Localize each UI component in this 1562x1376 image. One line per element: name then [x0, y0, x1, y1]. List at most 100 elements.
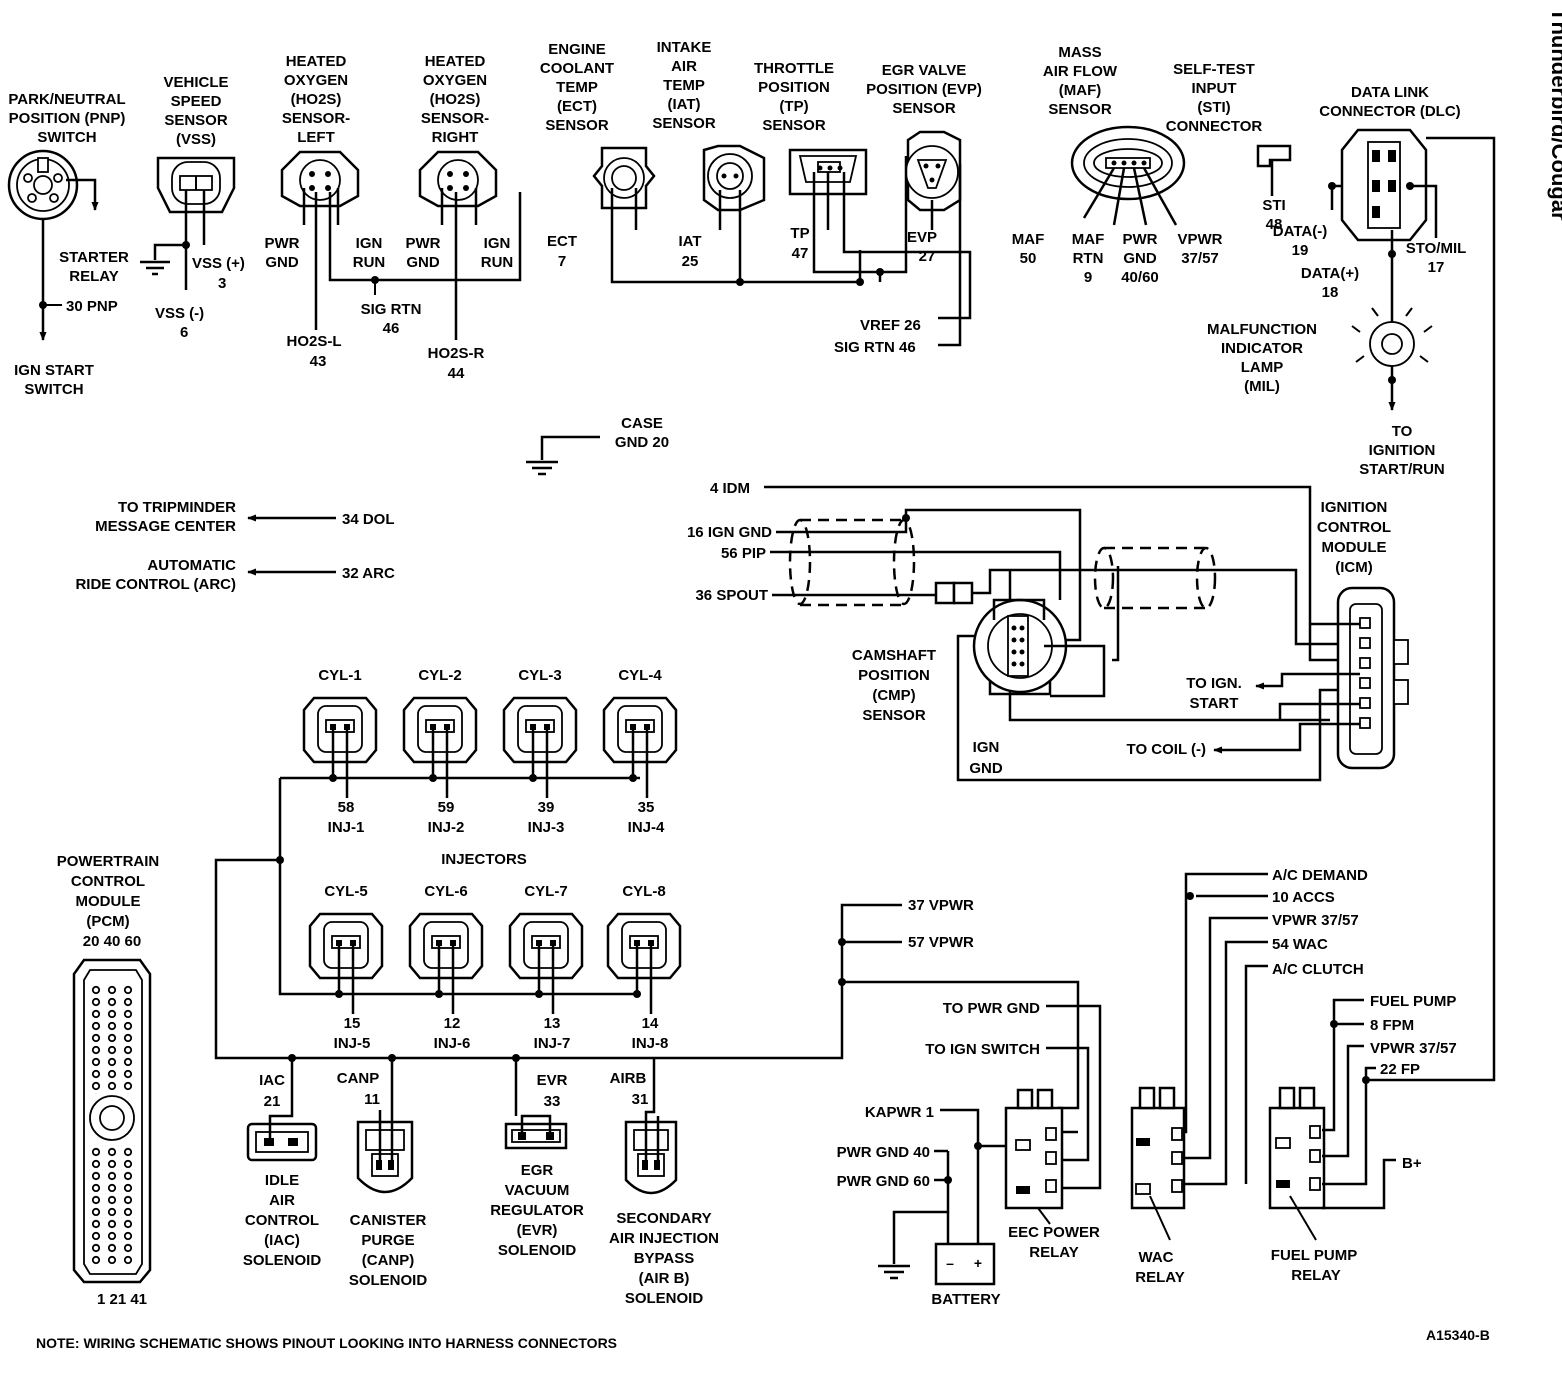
injectors-title: INJECTORS [441, 851, 527, 868]
iac-3: CONTROL [245, 1212, 319, 1229]
cmp-1: CAMSHAFT [852, 647, 936, 664]
evp-1: EGR VALVE [882, 62, 966, 79]
ign-gnd-b: GND [969, 760, 1003, 777]
fp-22: 22 FP [1380, 1061, 1420, 1078]
dlc-2: CONNECTOR (DLC) [1319, 103, 1460, 120]
ho2s-sig-rtn: SIG RTN [361, 301, 422, 318]
vref-label: VREF 26 [860, 317, 921, 334]
ho2s-l-sig: HO2S-L [286, 333, 341, 350]
case-gnd-1: CASE [621, 415, 663, 432]
canp-2: PURGE [361, 1232, 414, 1249]
kapwr-label: KAPWR 1 [865, 1104, 934, 1121]
pnp-pin: 30 PNP [66, 298, 118, 315]
evr-label: EVR [537, 1072, 568, 1089]
iat-4: (IAT) [667, 96, 700, 113]
tp-4: SENSOR [762, 117, 826, 134]
maf-4: SENSOR [1048, 101, 1112, 118]
evr-5: SOLENOID [498, 1242, 577, 1259]
ignition-system: 4 IDM 16 IGN GND 56 PIP 36 SPOUT [687, 480, 1409, 782]
page-title: Thunderbird/Cougar [1547, 8, 1562, 221]
mil-3: LAMP [1241, 359, 1284, 376]
evp-pin: 27 [919, 248, 936, 265]
canp-1: CANISTER [350, 1212, 427, 1229]
iac-2: AIR [269, 1192, 295, 1209]
ho2s-l-3: (HO2S) [291, 91, 342, 108]
mil-lamp: MALFUNCTION INDICATOR LAMP (MIL) TO IGNI… [1207, 254, 1445, 478]
ect-pin: 7 [558, 253, 566, 270]
injector-cyl-label: CYL-1 [318, 667, 361, 684]
figure-id: A15340-B [1426, 1327, 1490, 1343]
dlc-connector: DATA LINK CONNECTOR (DLC) DATA(-) 19 DAT… [1273, 84, 1496, 1082]
dlc-1: DATA LINK [1351, 84, 1429, 101]
tp-2: POSITION [758, 79, 830, 96]
tp-pin-label: TP [790, 225, 809, 242]
to-ign-start-1: TO IGN. [1186, 675, 1242, 692]
sti-4: CONNECTOR [1166, 118, 1263, 135]
case-gnd-2: GND 20 [615, 434, 669, 451]
evp-pin-label: EVP [907, 229, 937, 246]
injector-pin: 13 [544, 1015, 561, 1032]
vss-minus-pin: 6 [180, 324, 188, 341]
canp-solenoid: CANP 11 CANISTER PURGE (CANP) SOLENOID [337, 1054, 427, 1289]
ho2s-r-4: SENSOR- [421, 110, 489, 127]
mil-to-2: IGNITION [1369, 442, 1436, 459]
maf-sensor: MASS AIR FLOW (MAF) SENSOR MAF 50 MAF RT… [1012, 44, 1223, 286]
maf-p4-label: VPWR [1178, 231, 1223, 248]
output-signals: TO TRIPMINDER MESSAGE CENTER 34 DOL AUTO… [75, 499, 395, 593]
evr-solenoid: EVR 33 EGR VACUUM REGULATOR (EVR) SOLENO… [490, 1054, 584, 1259]
vss-label-2: SPEED [171, 93, 222, 110]
ect-3: TEMP [556, 79, 598, 96]
injector-cyl-label: CYL-8 [622, 883, 665, 900]
evp-2: POSITION (EVP) [866, 81, 982, 98]
pnp-switch: PARK/NEUTRAL POSITION (PNP) SWITCH 30 PN… [7, 91, 129, 398]
cmp-4: SENSOR [862, 707, 926, 724]
sti-connector: SELF-TEST INPUT (STI) CONNECTOR STI 48 [1166, 61, 1292, 233]
dlc-data-minus: DATA(-) [1273, 223, 1327, 240]
dol-1: TO TRIPMINDER [118, 499, 236, 516]
ect-4: (ECT) [557, 98, 597, 115]
ho2s-r-ign-2: RUN [481, 254, 514, 271]
eec-relay-2: RELAY [1029, 1244, 1078, 1261]
dol-pin: 34 DOL [342, 511, 395, 528]
dlc-data-plus: DATA(+) [1301, 265, 1359, 282]
injector-label: INJ-2 [428, 819, 465, 836]
ho2s-r-sig: HO2S-R [428, 345, 485, 362]
iat-2: AIR [671, 58, 697, 75]
iac-pin: 21 [264, 1093, 281, 1110]
power-section: KAPWR 1 PWR GND 40 PWR GND 60 – + BATTER… [837, 867, 1457, 1308]
b-plus: B+ [1402, 1155, 1422, 1172]
airb-solenoid: AIRB 31 SECONDARY AIR INJECTION BYPASS (… [609, 1058, 719, 1307]
injector-label: INJ-6 [434, 1035, 471, 1052]
vss-plus-pin: 3 [218, 275, 226, 292]
ign-start-1: IGN START [14, 362, 94, 379]
vpwr-fuel: VPWR 37/57 [1370, 1040, 1457, 1057]
ho2s-r-3: (HO2S) [430, 91, 481, 108]
maf-p3-label: PWR [1123, 231, 1158, 248]
battery-minus: – [946, 1255, 954, 1271]
dlc-sto: STO/MIL [1406, 240, 1467, 257]
injector-label: INJ-3 [528, 819, 565, 836]
vpwr-wac: VPWR 37/57 [1272, 912, 1359, 929]
sig-rtn-46-label: SIG RTN 46 [834, 339, 916, 356]
airb-1: SECONDARY [616, 1210, 711, 1227]
ho2s-l-ign-2: RUN [353, 254, 386, 271]
sti-2: INPUT [1192, 80, 1237, 97]
maf-p1-label: MAF [1012, 231, 1045, 248]
ac-demand: A/C DEMAND [1272, 867, 1368, 884]
dol-2: MESSAGE CENTER [95, 518, 236, 535]
spout-label: 36 SPOUT [695, 587, 768, 604]
injector-pin: 12 [444, 1015, 461, 1032]
ho2s-r-pwr-2: GND [406, 254, 440, 271]
ho2s-l-5: LEFT [297, 129, 335, 146]
ac-clutch: A/C CLUTCH [1272, 961, 1364, 978]
vpwr-57: 57 VPWR [908, 934, 974, 951]
vss-label-1: VEHICLE [163, 74, 228, 91]
airb-3: BYPASS [634, 1250, 695, 1267]
